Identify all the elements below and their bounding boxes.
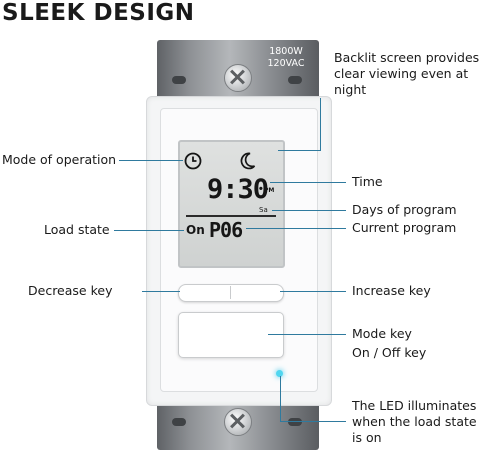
callout-led: The LED illuminates when the load state … [352,398,477,446]
leader-mode-of-operation [119,160,183,161]
callout-backlit: Backlit screen provides clear viewing ev… [334,50,479,98]
leader-days-of-program [272,210,346,211]
leader-time [270,182,346,183]
callout-current-program: Current program [352,220,457,235]
leader-load-state [114,230,184,231]
callout-led-line-3: is on [352,430,382,445]
callout-backlit-line-1: Backlit screen provides [334,50,480,65]
bottom-screw-icon [224,408,252,436]
decrease-increase-key-bar [178,284,284,302]
rating-volts: 120VAC [267,58,305,69]
leader-decrease-key [142,291,180,292]
callout-backlit-line-3: night [334,82,367,97]
lcd-time: 9:30 [207,174,269,205]
decrease-key[interactable] [179,285,230,301]
clock-icon [184,152,202,170]
rating-watts: 1800W [269,46,303,57]
leader-current-program [246,228,346,229]
leader-backlit-vertical [320,98,321,151]
callout-mode-key: Mode key On / Off key [352,326,426,361]
lcd-day: Sa [259,206,268,214]
lcd-divider [186,215,276,217]
bottom-mounting-hole-right [288,418,302,426]
callout-mode-of-operation: Mode of operation [2,152,117,167]
callout-mode-key-line-1: Mode key [352,326,412,341]
increase-key[interactable] [231,285,282,301]
callout-days-of-program: Days of program [352,202,457,217]
top-screw-icon [224,64,252,92]
lcd-meridiem: PM [264,187,275,194]
leader-mode-key [268,334,346,335]
mode-on-off-key[interactable] [178,312,284,358]
callout-led-line-2: when the load state [352,414,477,429]
callout-decrease-key: Decrease key [28,283,113,298]
lcd-program: P06 [209,218,243,242]
top-mounting-hole-right [288,76,302,84]
callout-led-line-1: The LED illuminates [352,398,477,413]
leader-backlit-horizontal [278,150,320,151]
callout-backlit-line-2: clear viewing even at [334,66,469,81]
top-mounting-hole-left [172,76,186,84]
leader-increase-key [280,291,346,292]
lcd-load-state: On [186,223,205,237]
callout-mode-key-line-2: On / Off key [352,345,427,360]
callout-time: Time [352,174,383,189]
page-heading: SLEEK DESIGN [2,0,195,26]
callout-increase-key: Increase key [352,283,431,298]
bottom-mounting-hole-left [172,418,186,426]
moon-icon [240,152,256,170]
callout-load-state: Load state [44,222,110,237]
leader-led-horizontal [280,421,346,422]
key-divider [230,286,231,299]
led-indicator [276,370,283,377]
leader-led-vertical [280,376,281,421]
